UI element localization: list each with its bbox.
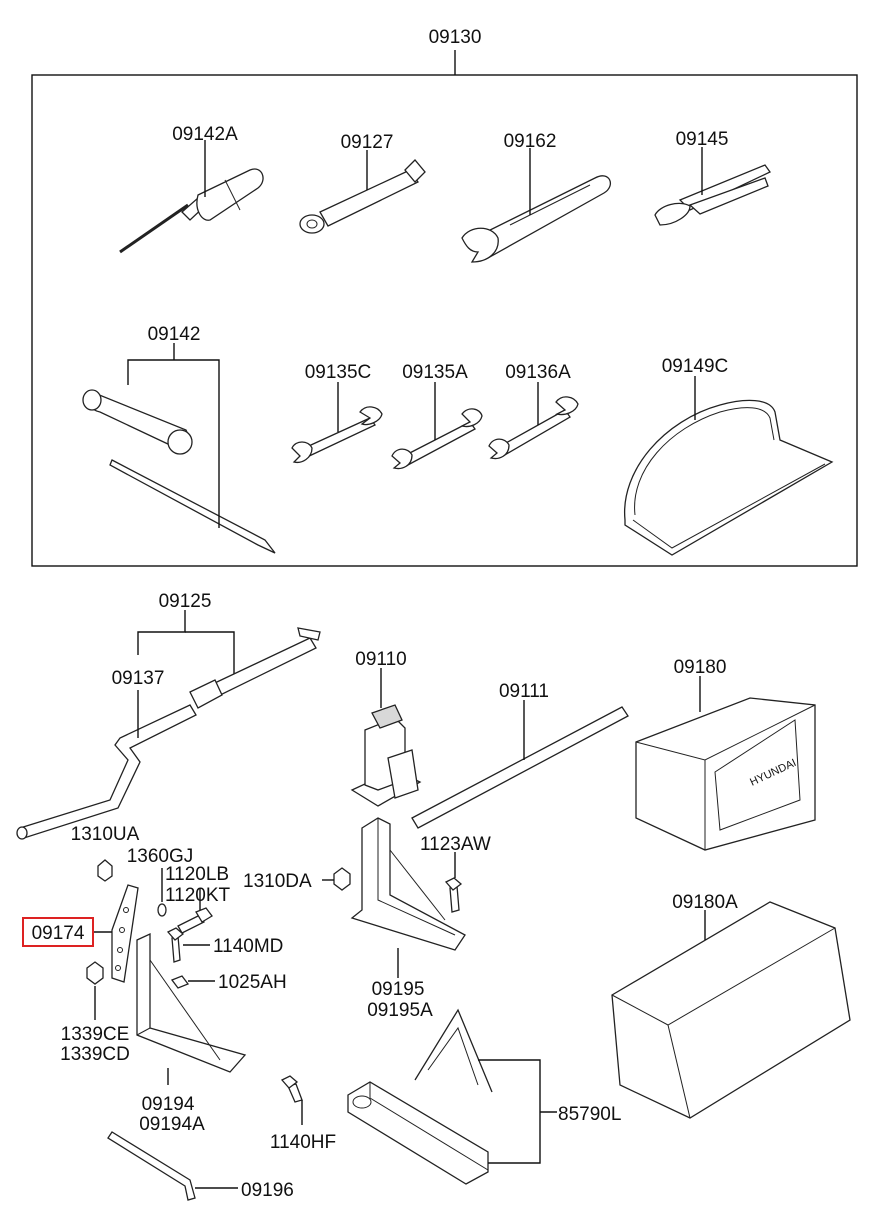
socket-bar[interactable]: 09127 [299, 132, 426, 234]
bolt-1120lb-label[interactable]: 1120LB [165, 864, 229, 885]
spanner-c-label[interactable]: 09135C [305, 362, 372, 383]
bolt-1140hf[interactable]: 1140HF [270, 1075, 336, 1153]
tool-box-a-label[interactable]: 09180A [672, 892, 738, 913]
clip-1025ah[interactable]: 1025AH [170, 972, 287, 993]
spanner-c[interactable]: 09135C [291, 362, 383, 464]
bracket-09194-label[interactable]: 09194 [142, 1094, 195, 1115]
bracket-09194a-label[interactable]: 09194A [139, 1114, 205, 1135]
tool-kit-label[interactable]: 09130 [429, 27, 482, 48]
bracket-09174[interactable]: 09174 [22, 884, 139, 983]
hex-key-label[interactable]: 09196 [241, 1180, 294, 1201]
bolt-1120[interactable]: 1120LB 1120KT [165, 864, 231, 934]
nut-1339[interactable]: 1339CE 1339CD [60, 961, 130, 1065]
screwdriver-set-label[interactable]: 09142 [148, 324, 201, 345]
crank-handle-label[interactable]: 09137 [112, 668, 165, 689]
spanner-136a-label[interactable]: 09136A [505, 362, 571, 383]
pliers-label[interactable]: 09145 [676, 129, 729, 150]
socket-bar-label[interactable]: 09127 [341, 132, 394, 153]
pliers[interactable]: 09145 [654, 129, 771, 226]
spanner-a-label[interactable]: 09135A [402, 362, 468, 383]
bolt-1140md[interactable]: 1140MD [166, 927, 283, 963]
washer-1360gj-label[interactable]: 1360GJ [127, 846, 194, 867]
crank-handle-assembly[interactable]: 09125 09137 [16, 591, 321, 840]
screwdriver-a[interactable]: 09142A [119, 124, 264, 254]
bracket-09174-label[interactable]: 09174 [32, 923, 85, 944]
adjustable-wrench-label[interactable]: 09162 [504, 131, 557, 152]
tool-box-label[interactable]: 09180 [674, 657, 727, 678]
bolt-1120kt-label[interactable]: 1120KT [165, 885, 231, 906]
tool-bag-label[interactable]: 09149C [662, 356, 729, 377]
nut-1339ce-label[interactable]: 1339CE [61, 1024, 130, 1045]
nut-1339cd-label[interactable]: 1339CD [60, 1044, 130, 1065]
tool-box[interactable]: HYUNDAI 09180 [635, 657, 816, 851]
handle-assy-label[interactable]: 09125 [159, 591, 212, 612]
nut-1310ua-label[interactable]: 1310UA [71, 824, 140, 845]
tool-kit-group: 09130 [31, 27, 858, 567]
tool-bag[interactable]: 09149C [624, 356, 834, 556]
bracket-09195[interactable]: 09195 09195A [350, 817, 466, 1021]
spanner-136a[interactable]: 09136A [488, 362, 579, 460]
jack-label[interactable]: 09110 [355, 649, 406, 670]
washer-1360gj[interactable]: 1360GJ [127, 846, 194, 917]
jack-rod-label[interactable]: 09111 [499, 681, 549, 702]
warning-triangle-label[interactable]: 85790L [558, 1104, 621, 1125]
bracket-09194[interactable]: 09194 09194A [136, 932, 247, 1135]
bracket-09195a-label[interactable]: 09195A [367, 1000, 433, 1021]
bolt-1123aw[interactable]: 1123AW [420, 834, 491, 913]
bracket-09195-label[interactable]: 09195 [372, 979, 425, 1000]
warning-triangle[interactable]: 85790L [347, 1008, 621, 1185]
bottle-jack[interactable]: 09110 [350, 649, 422, 807]
tool-box-a[interactable]: 09180A [611, 892, 851, 1119]
bolt-1140md-label[interactable]: 1140MD [213, 936, 283, 957]
tool-kit-frame [31, 74, 858, 567]
spanner-a[interactable]: 09135A [391, 362, 483, 470]
jack-rod[interactable]: 09111 [411, 681, 629, 829]
screwdriver-a-label[interactable]: 09142A [172, 124, 238, 145]
nut-1310da-label[interactable]: 1310DA [243, 871, 312, 892]
nut-1310da[interactable]: 1310DA [243, 867, 351, 892]
hex-key[interactable]: 09196 [107, 1131, 294, 1201]
adjustable-wrench[interactable]: 09162 [461, 131, 612, 263]
screwdriver-set[interactable]: 09142 [82, 324, 276, 554]
bolt-1140hf-label[interactable]: 1140HF [270, 1132, 336, 1153]
nut-1310ua[interactable]: 1310UA [71, 824, 140, 882]
bracket-09174-highlight-box [22, 917, 94, 947]
bolt-1123aw-label[interactable]: 1123AW [420, 834, 491, 855]
clip-1025ah-label[interactable]: 1025AH [218, 972, 287, 993]
